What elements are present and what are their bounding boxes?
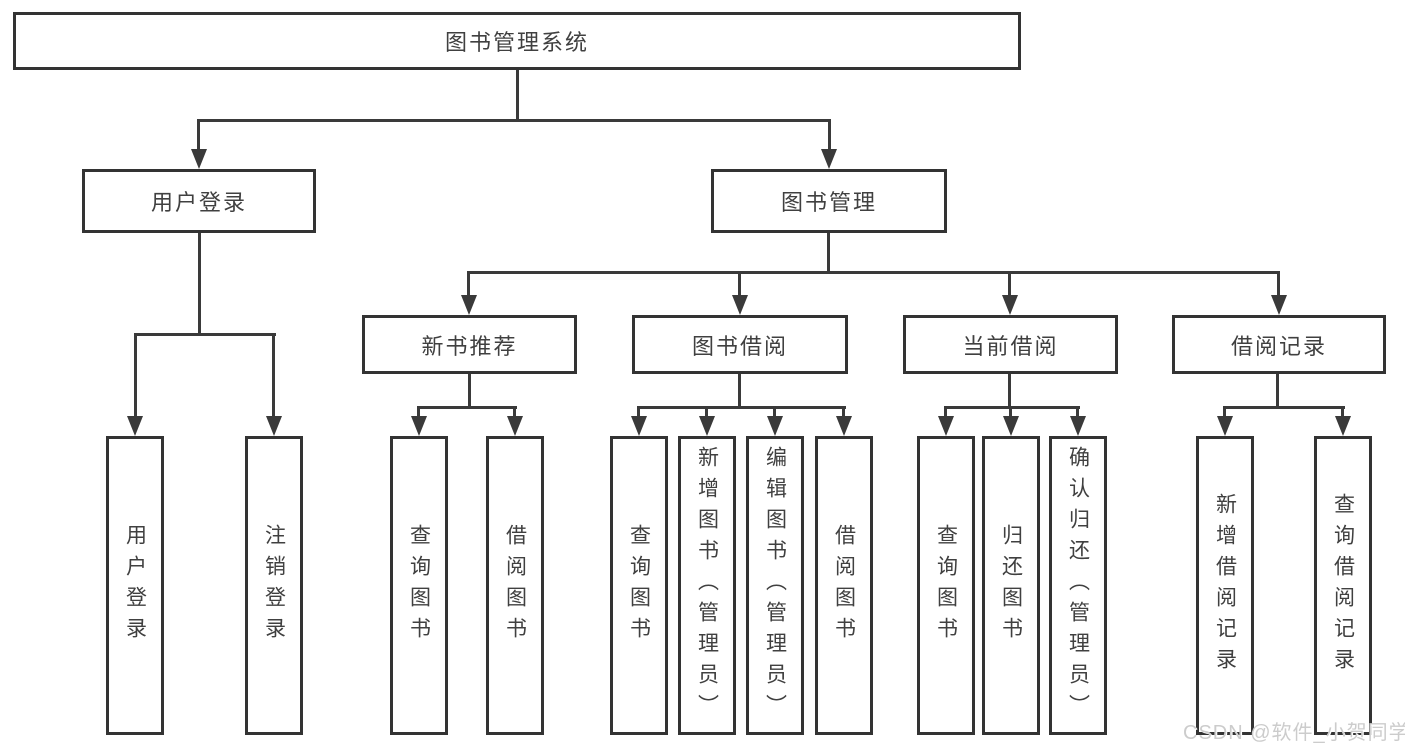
arrow-down-icon [191,149,207,169]
connector-line [1009,406,1012,418]
arrow-down-icon [507,416,523,436]
node-label: 确认归还（管理员） [1066,446,1090,725]
leaf-bb-query-books: 查询图书 [610,436,668,735]
connector-line [516,70,519,122]
node-label: 查询图书 [407,523,431,648]
arrow-down-icon [767,416,783,436]
connector-line [827,233,830,274]
arrow-down-icon [461,295,477,315]
node-label: 图书管理系统 [444,30,589,55]
connector-line [198,233,201,336]
node-label: 注销登录 [262,523,286,648]
connector-line [197,119,200,150]
csdn-watermark: CSDN @软件_小贺同学 [1183,722,1405,744]
node-book-management-branch: 图书管理 [711,169,947,233]
connector-line [637,406,846,409]
connector-line [828,119,831,150]
connector-line [468,271,1280,274]
node-label: 编辑图书（管理员） [763,446,787,725]
connector-line [773,406,776,418]
connector-line [272,333,275,418]
node-borrowing-records: 借阅记录 [1172,315,1386,374]
leaf-nb-query-books: 查询图书 [390,436,448,735]
connector-line [134,333,137,418]
arrow-down-icon [266,416,282,436]
node-label: 借阅记录 [1230,333,1327,359]
arrow-down-icon [411,416,427,436]
node-label: 新书推荐 [421,333,518,359]
connector-line [1223,406,1226,418]
node-label: 新增图书（管理员） [695,446,719,725]
leaf-user-login: 用户登录 [106,436,164,735]
connector-line [637,406,640,418]
arrow-down-icon [836,416,852,436]
connector-line [1277,271,1280,297]
leaf-br-query-record: 查询借阅记录 [1314,436,1372,735]
connector-line [468,374,471,409]
connector-line [738,374,741,409]
node-label: 查询图书 [934,523,958,648]
connector-line [944,406,1080,409]
connector-line [1008,271,1011,297]
arrow-down-icon [1003,416,1019,436]
connector-line [197,119,831,122]
leaf-bb-borrow-books: 借阅图书 [815,436,873,735]
connector-line [738,271,741,297]
node-new-book-recommend: 新书推荐 [362,315,577,374]
connector-line [1223,406,1345,409]
node-label: 归还图书 [999,523,1023,648]
node-label: 用户登录 [150,190,247,215]
connector-line [417,406,517,409]
connector-line [944,406,947,418]
arrow-down-icon [631,416,647,436]
leaf-logout: 注销登录 [245,436,303,735]
leaf-nb-borrow-books: 借阅图书 [486,436,544,735]
arrow-down-icon [1217,416,1233,436]
connector-line [1276,374,1279,409]
node-current-borrowing: 当前借阅 [903,315,1118,374]
arrow-down-icon [938,416,954,436]
connector-line [1008,374,1011,409]
arrow-down-icon [127,416,143,436]
arrow-down-icon [1070,416,1086,436]
node-label: 查询图书 [627,523,651,648]
arrow-down-icon [821,149,837,169]
node-root-book-management-system: 图书管理系统 [13,12,1021,70]
node-label: 借阅图书 [832,523,856,648]
connector-line [1341,406,1344,418]
node-user-login-branch: 用户登录 [82,169,316,233]
arrow-down-icon [1271,295,1287,315]
node-label: 新增借阅记录 [1213,492,1237,679]
connector-line [467,271,470,297]
leaf-bb-add-books-admin: 新增图书（管理员） [678,436,736,735]
connector-line [842,406,845,418]
leaf-cb-confirm-return-admin: 确认归还（管理员） [1049,436,1107,735]
connector-line [417,406,420,418]
leaf-cb-return-books: 归还图书 [982,436,1040,735]
node-label: 借阅图书 [503,523,527,648]
leaf-bb-edit-books-admin: 编辑图书（管理员） [746,436,804,735]
node-label: 图书借阅 [691,333,788,359]
connector-line [705,406,708,418]
node-book-borrowing: 图书借阅 [632,315,848,374]
node-label: 图书管理 [780,190,877,215]
node-label: 查询借阅记录 [1331,492,1355,679]
arrow-down-icon [1002,295,1018,315]
node-label: 当前借阅 [962,333,1059,359]
arrow-down-icon [732,295,748,315]
leaf-br-add-record: 新增借阅记录 [1196,436,1254,735]
connector-line [1076,406,1079,418]
connector-line [134,333,276,336]
connector-line [513,406,516,418]
leaf-cb-query-books: 查询图书 [917,436,975,735]
node-label: 用户登录 [123,523,147,648]
arrow-down-icon [1335,416,1351,436]
arrow-down-icon [699,416,715,436]
